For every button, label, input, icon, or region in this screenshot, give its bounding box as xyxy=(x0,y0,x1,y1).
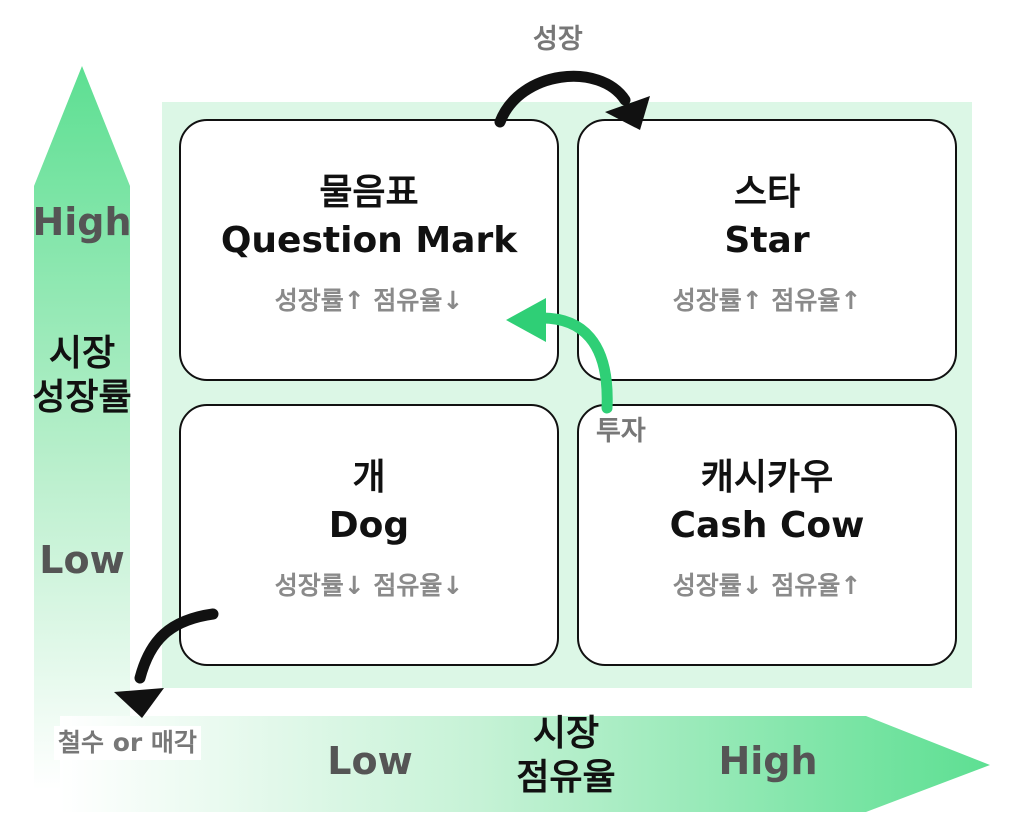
quadrant-metric: 성장률↑ 점유율↓ xyxy=(274,286,464,315)
investment-label: 투자 xyxy=(596,416,646,447)
y-axis-arrow xyxy=(34,66,130,790)
quadrant-question-mark: 물음표 Question Mark 성장률↑ 점유율↓ xyxy=(179,119,559,381)
y-axis-title: 시장 성장률 xyxy=(14,332,150,420)
quadrant-dog: 개 Dog 성장률↓ 점유율↓ xyxy=(179,404,559,666)
quadrant-korean-name: 스타 xyxy=(733,172,801,213)
quadrant-title: 개 Dog xyxy=(181,454,557,550)
y-axis-title-line2: 성장률 xyxy=(32,377,132,418)
y-axis-low-label: Low xyxy=(39,538,125,582)
x-axis-title: 시장 점유율 xyxy=(496,712,636,800)
divest-label: 철수 or 매각 xyxy=(54,726,201,760)
quadrant-metric: 성장률↓ 점유율↓ xyxy=(274,571,464,600)
quadrant-korean-name: 개 xyxy=(352,457,386,498)
x-axis-high-label: High xyxy=(718,739,818,783)
quadrant-cash-cow: 캐시카우 Cash Cow 성장률↓ 점유율↑ xyxy=(577,404,957,666)
growth-label: 성장 xyxy=(533,24,583,55)
quadrant-english-name: Star xyxy=(724,220,810,261)
y-axis-title-line1: 시장 xyxy=(48,333,116,374)
x-axis-arrow xyxy=(60,716,990,812)
x-axis-title-line1: 시장 xyxy=(532,713,600,754)
y-axis-high-label: High xyxy=(32,200,132,244)
quadrant-title: 스타 Star xyxy=(579,169,955,265)
quadrant-korean-name: 캐시카우 xyxy=(700,457,834,498)
quadrant-korean-name: 물음표 xyxy=(319,172,419,213)
x-axis-title-line2: 점유율 xyxy=(516,757,616,798)
quadrant-metric: 성장률↓ 점유율↑ xyxy=(672,571,862,600)
quadrant-title: 캐시카우 Cash Cow xyxy=(579,454,955,550)
quadrant-english-name: Dog xyxy=(328,505,410,546)
quadrant-metric: 성장률↑ 점유율↑ xyxy=(672,286,862,315)
quadrant-english-name: Question Mark xyxy=(220,220,518,261)
x-axis-low-label: Low xyxy=(327,739,413,783)
quadrant-english-name: Cash Cow xyxy=(669,505,865,546)
quadrant-title: 물음표 Question Mark xyxy=(181,169,557,265)
quadrant-star: 스타 Star 성장률↑ 점유율↑ xyxy=(577,119,957,381)
